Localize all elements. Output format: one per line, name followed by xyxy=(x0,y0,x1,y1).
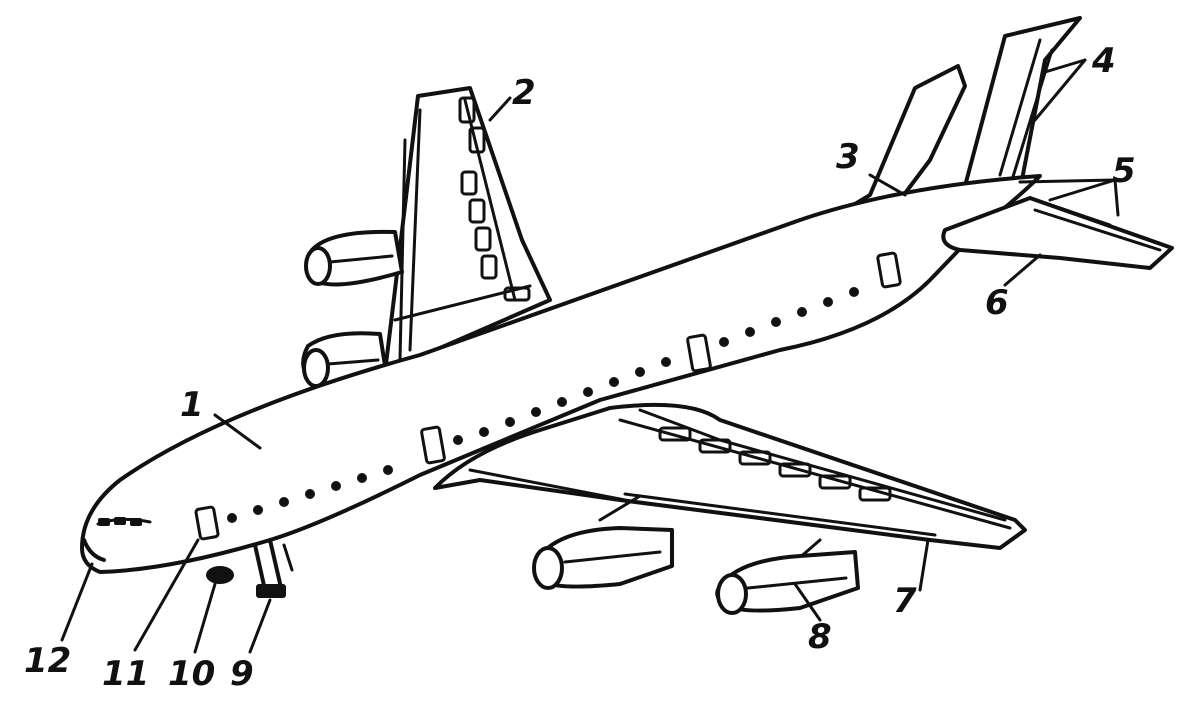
doors xyxy=(194,251,902,541)
callout-2: 2 xyxy=(512,73,536,113)
nose-wheel-part xyxy=(206,566,234,584)
callout-4: 4 xyxy=(1091,41,1116,81)
near-engine-outboard xyxy=(715,538,860,615)
callout-10: 10 xyxy=(168,654,215,694)
near-wing xyxy=(433,402,1027,550)
callout-labels: 1 2 3 4 5 6 7 8 9 10 11 12 xyxy=(24,41,1136,694)
vertical-fin xyxy=(963,16,1082,192)
callout-5: 5 xyxy=(1112,151,1136,191)
callout-8: 8 xyxy=(808,617,832,657)
far-wing xyxy=(383,86,552,374)
nose-gear xyxy=(253,538,294,598)
callout-7: 7 xyxy=(893,581,917,621)
near-engine-inboard xyxy=(532,494,674,590)
callout-3: 3 xyxy=(836,137,860,177)
callout-11: 11 xyxy=(102,654,149,694)
far-engine-outboard xyxy=(304,229,404,287)
callout-12: 12 xyxy=(24,641,71,681)
callout-9: 9 xyxy=(230,654,254,694)
passenger-windows xyxy=(227,287,859,523)
leader-lines xyxy=(60,58,1120,654)
cockpit-windows xyxy=(82,517,152,562)
callout-6: 6 xyxy=(985,283,1009,323)
far-engine-inboard xyxy=(301,331,388,389)
callout-1: 1 xyxy=(180,385,204,425)
near-stabilizer xyxy=(941,196,1174,270)
